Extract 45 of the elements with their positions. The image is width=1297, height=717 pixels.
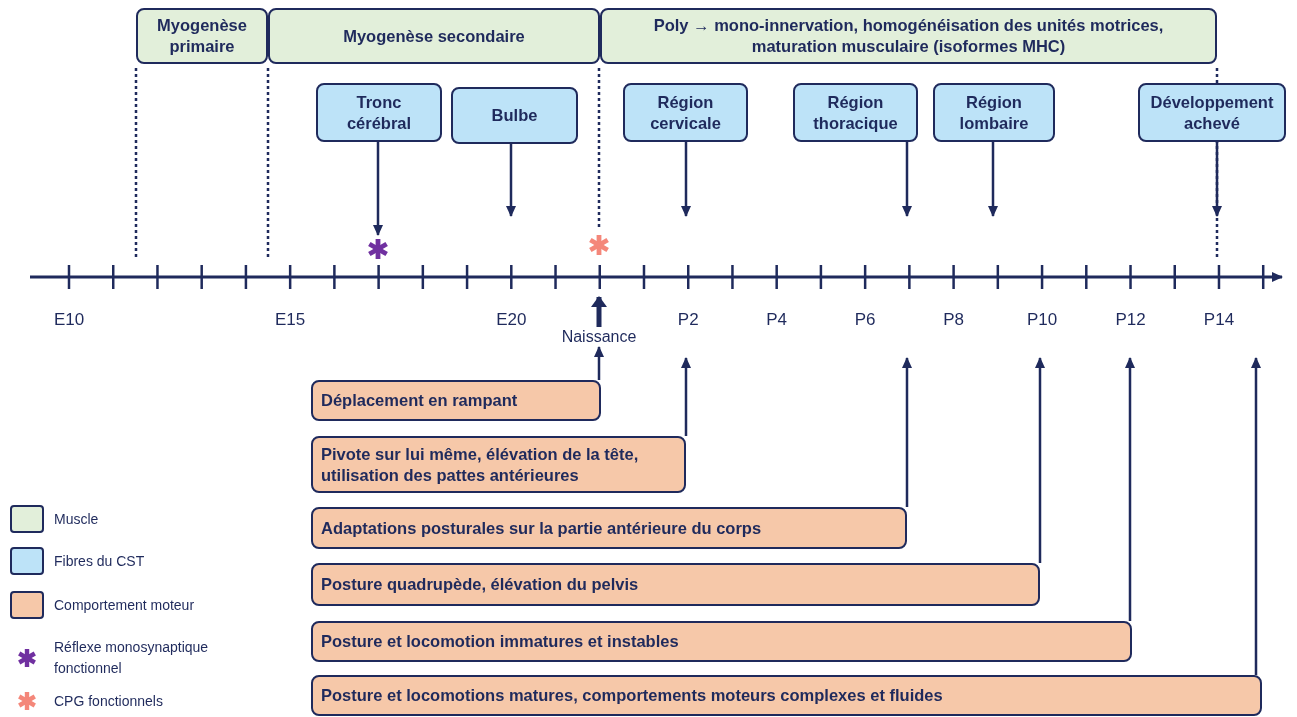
phase-box: Myogenèse secondaire [268,8,600,64]
arrow [1035,357,1045,563]
arrow [1125,357,1135,621]
legend-label: Comportement moteur [54,595,196,615]
arrow [373,142,383,236]
arrow [681,357,691,436]
axis-tick-label: P4 [766,309,788,331]
arrow [594,346,604,380]
behavior-box: Posture et locomotion immatures et instables [311,621,1132,662]
phase-box: Myogenèse primaire [136,8,268,64]
stage-box: Développement achevé [1138,83,1286,142]
axis-tick-label: E20 [496,309,527,331]
arrow [506,144,516,217]
axis-tick-label: P12 [1115,309,1146,331]
legend-label: CPG fonctionnels [54,691,164,711]
legend-label: Fibres du CST [54,551,146,571]
stage-box: Région lombaire [933,83,1055,142]
asterisk-icon [366,237,390,261]
axis-tick-label: E10 [53,309,85,331]
stage-box: Région cervicale [623,83,748,142]
stage-box: Tronc cérébral [316,83,442,142]
arrow [988,142,998,217]
axis-tick-label: P14 [1203,309,1235,331]
phase-box: Poly → mono-innervation, homogénéisation des unités motrices, maturation musculaire (isoformes MHC) [600,8,1217,64]
arrow [902,357,912,507]
behavior-box: Adaptations posturales sur la partie antérieure du corps [311,507,907,549]
event-label: Naissance [553,327,645,347]
legend-label: Muscle [54,509,100,529]
behavior-box: Pivote sur lui même, élévation de la tête, utilisation des pattes antérieures [311,436,686,493]
stage-box: Région thoracique [793,83,918,142]
behavior-box: Posture quadrupède, élévation du pelvis [311,563,1040,606]
arrow [1212,142,1222,217]
behavior-box: Posture et locomotions matures, comportements moteurs complexes et fluides [311,675,1262,716]
arrow [591,296,607,327]
behavior-box: Déplacement en rampant [311,380,601,421]
axis-tick-label: P6 [854,309,876,331]
axis-tick-label: P8 [943,309,964,331]
arrow [681,142,691,217]
arrow [902,142,912,217]
stage-box: Bulbe [451,87,578,144]
arrow [1251,357,1261,675]
axis-tick-label: E15 [275,309,306,331]
legend-label: Réflexe monosynaptique fonctionnel [54,638,210,678]
axis-tick-label: P2 [677,309,699,331]
axis-tick-label: P10 [1026,309,1058,331]
